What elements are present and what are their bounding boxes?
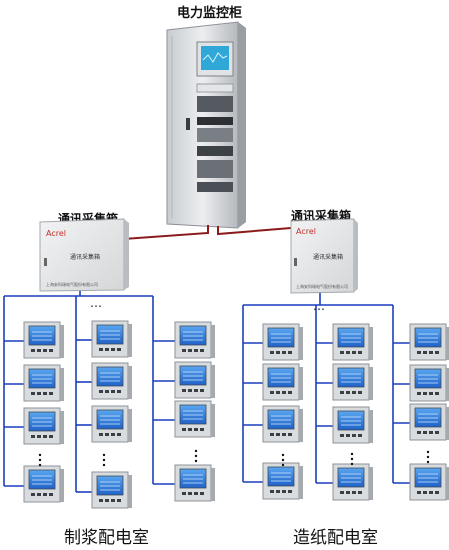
meter-device: [174, 321, 215, 359]
meter-device: [174, 361, 215, 399]
meter-screen: [28, 469, 56, 490]
ellipsis-top-left: …: [90, 296, 102, 310]
collector-right-brand: Acrel: [296, 227, 316, 236]
link-line-left: [123, 225, 209, 240]
meter-device: [23, 321, 64, 359]
meter-device: [262, 323, 303, 361]
meter-device: [91, 471, 132, 509]
meter-device: [23, 407, 64, 445]
collector-box-left: Acrel 通讯采集箱 上海安科瑞电气股份有限公司: [39, 218, 129, 292]
meter-device: [332, 406, 373, 444]
meter-device: [91, 320, 132, 358]
meter-device: [262, 462, 303, 500]
meter-screen: [28, 411, 56, 432]
meter-device: [332, 463, 373, 501]
collector-box-right: Acrel 通讯采集箱 上海安科瑞电气股份有限公司: [290, 218, 358, 294]
collector-left-brand: Acrel: [46, 229, 66, 238]
meter-device: [409, 403, 449, 441]
meter-screen: [96, 366, 124, 387]
meter-screen: [179, 325, 207, 346]
ellipsis-top-right: …: [313, 299, 325, 313]
meter-screen: [337, 327, 365, 348]
collector-left-handle: [44, 258, 47, 266]
collector-right-panel-text: 通讯采集箱: [313, 253, 343, 261]
meter-device: [409, 463, 449, 501]
meter-device: [262, 363, 303, 401]
meter-device: [409, 364, 449, 402]
meter-screen: [28, 368, 56, 389]
meter-device: [23, 364, 64, 402]
meter-screen: [414, 327, 442, 348]
room-right-label: 造纸配电室: [293, 528, 378, 548]
meter-device: [332, 363, 373, 401]
power-monitoring-cabinet: [166, 21, 246, 229]
meter-screen: [267, 367, 295, 388]
meter-screen: [267, 409, 295, 430]
collector-right-handle: [294, 258, 297, 266]
meter-screen: [28, 325, 56, 346]
meter-screen: [179, 365, 207, 386]
meter-screen: [414, 467, 442, 488]
cabinet-title: 电力监控柜: [177, 6, 243, 21]
meter-device: [262, 405, 303, 443]
cabinet-handle: [186, 118, 190, 130]
meter-screen: [96, 324, 124, 345]
collector-left-panel-text: 通讯采集箱: [70, 253, 100, 261]
meter-screen: [96, 409, 124, 430]
collector-left-footer: 上海安科瑞电气股份有限公司: [46, 281, 98, 287]
bus-wiring-right: [242, 293, 410, 484]
meter-screen: [179, 468, 207, 489]
meter-screen: [337, 467, 365, 488]
room-left-label: 制浆配电室: [64, 528, 149, 548]
bus-wiring-left: [3, 291, 175, 493]
meter-screen: [337, 367, 365, 388]
collector-right-footer: 上海安科瑞电气股份有限公司: [296, 283, 348, 289]
meter-device: [91, 405, 132, 443]
meter-device: [332, 323, 373, 361]
meter-group: [23, 320, 449, 509]
meter-screen: [267, 327, 295, 348]
meter-screen: [96, 475, 124, 496]
vertical-ellipsis-group: [38, 449, 430, 467]
meter-screen: [179, 404, 207, 425]
meter-screen: [267, 466, 295, 487]
meter-device: [91, 362, 132, 400]
meter-screen: [337, 410, 365, 431]
meter-screen: [414, 407, 442, 428]
link-line-right: [217, 226, 292, 236]
meter-device: [174, 400, 215, 438]
meter-device: [23, 465, 64, 503]
meter-screen: [414, 368, 442, 389]
meter-device: [409, 323, 449, 361]
meter-device: [174, 464, 215, 502]
